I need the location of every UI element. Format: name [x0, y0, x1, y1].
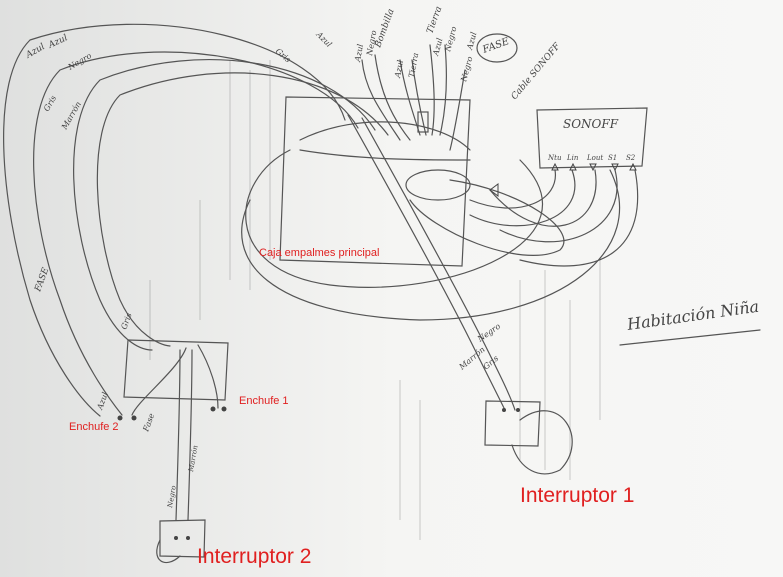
loop-inner: [409, 179, 565, 256]
left-cable-outer: [3, 23, 346, 417]
top-wire-label-5: Tierra: [407, 52, 420, 78]
int1-loop: [511, 410, 573, 475]
sonoff-pin-5: S2: [626, 154, 636, 162]
interruptor-2-box: [159, 519, 206, 558]
sonoff-lead-4: [499, 169, 618, 243]
interruptor-2-label: Interruptor 2: [197, 545, 312, 568]
top-wire-2: [374, 54, 411, 141]
int2-loop: [156, 539, 181, 563]
int1-terminal-a: [502, 408, 506, 412]
terminal-block: [417, 111, 429, 133]
enchufe-wire-2: [131, 347, 187, 416]
int2-terminal-a: [174, 536, 178, 540]
enchufe2-terminal-b: [131, 415, 137, 421]
sonoff-pin-2: Lin: [566, 154, 579, 162]
interruptor-1-label: Interruptor 1: [520, 484, 635, 507]
title-underline: [619, 329, 761, 346]
bleed-through-text: [149, 60, 601, 540]
diag-cable-b: [361, 117, 516, 411]
center-splice: [405, 169, 471, 201]
top-wire-1: [361, 59, 401, 141]
interruptor-1-box: [484, 400, 541, 447]
sonoff-lead-5: [519, 169, 639, 267]
enchufe1-terminal-a: [210, 406, 216, 412]
sonoff-lead-3: [489, 169, 597, 227]
box-cable-mid: [299, 149, 471, 161]
enchufe-2-label: Enchufe 2: [69, 421, 119, 433]
sonoff-pin-4: S1: [608, 154, 617, 162]
sonoff-pin-arrows: [489, 162, 637, 197]
top-wire-4: [411, 59, 427, 136]
sonoff-pin-1: Ntu: [547, 154, 562, 162]
int2-terminal-b: [186, 536, 190, 540]
left-cable-inner: [33, 51, 359, 416]
sonoff-lead-1: [469, 169, 556, 209]
int2-wire-label-1: Negro: [166, 485, 178, 509]
top-wire-label-1: Azul: [353, 43, 365, 63]
top-wire-5: [429, 44, 435, 136]
left-cable-2: [73, 59, 376, 351]
int2-cable-a: [175, 349, 181, 521]
diag-cable-a: [347, 114, 506, 411]
enchufe-box: [123, 339, 229, 401]
sonoff-pin-3: Lout: [586, 154, 603, 162]
int1-terminal-b: [516, 408, 520, 412]
loop-top: [299, 121, 471, 151]
top-wire-6: [439, 44, 447, 136]
loop-large: [241, 169, 621, 321]
pencil-lines: [3, 23, 761, 563]
terminals: [117, 406, 520, 540]
enchufe-1-label: Enchufe 1: [239, 395, 289, 407]
sonoff-lead-2: [469, 169, 576, 227]
int2-cable-b: [187, 349, 193, 521]
fase-circle: [476, 33, 518, 63]
sonoff-title: SONOFF: [563, 117, 619, 131]
enchufe1-terminal-b: [221, 406, 227, 412]
sonoff-box: [536, 107, 648, 169]
left-cable-3: [96, 72, 389, 347]
top-wire-label-4: Azul: [393, 59, 405, 79]
top-wire-7: [449, 69, 466, 151]
enchufe-wire-1: [197, 344, 219, 409]
caja-principal-label: Caja empalmes principal: [259, 247, 380, 259]
enchufe2-terminal-a: [117, 415, 123, 421]
